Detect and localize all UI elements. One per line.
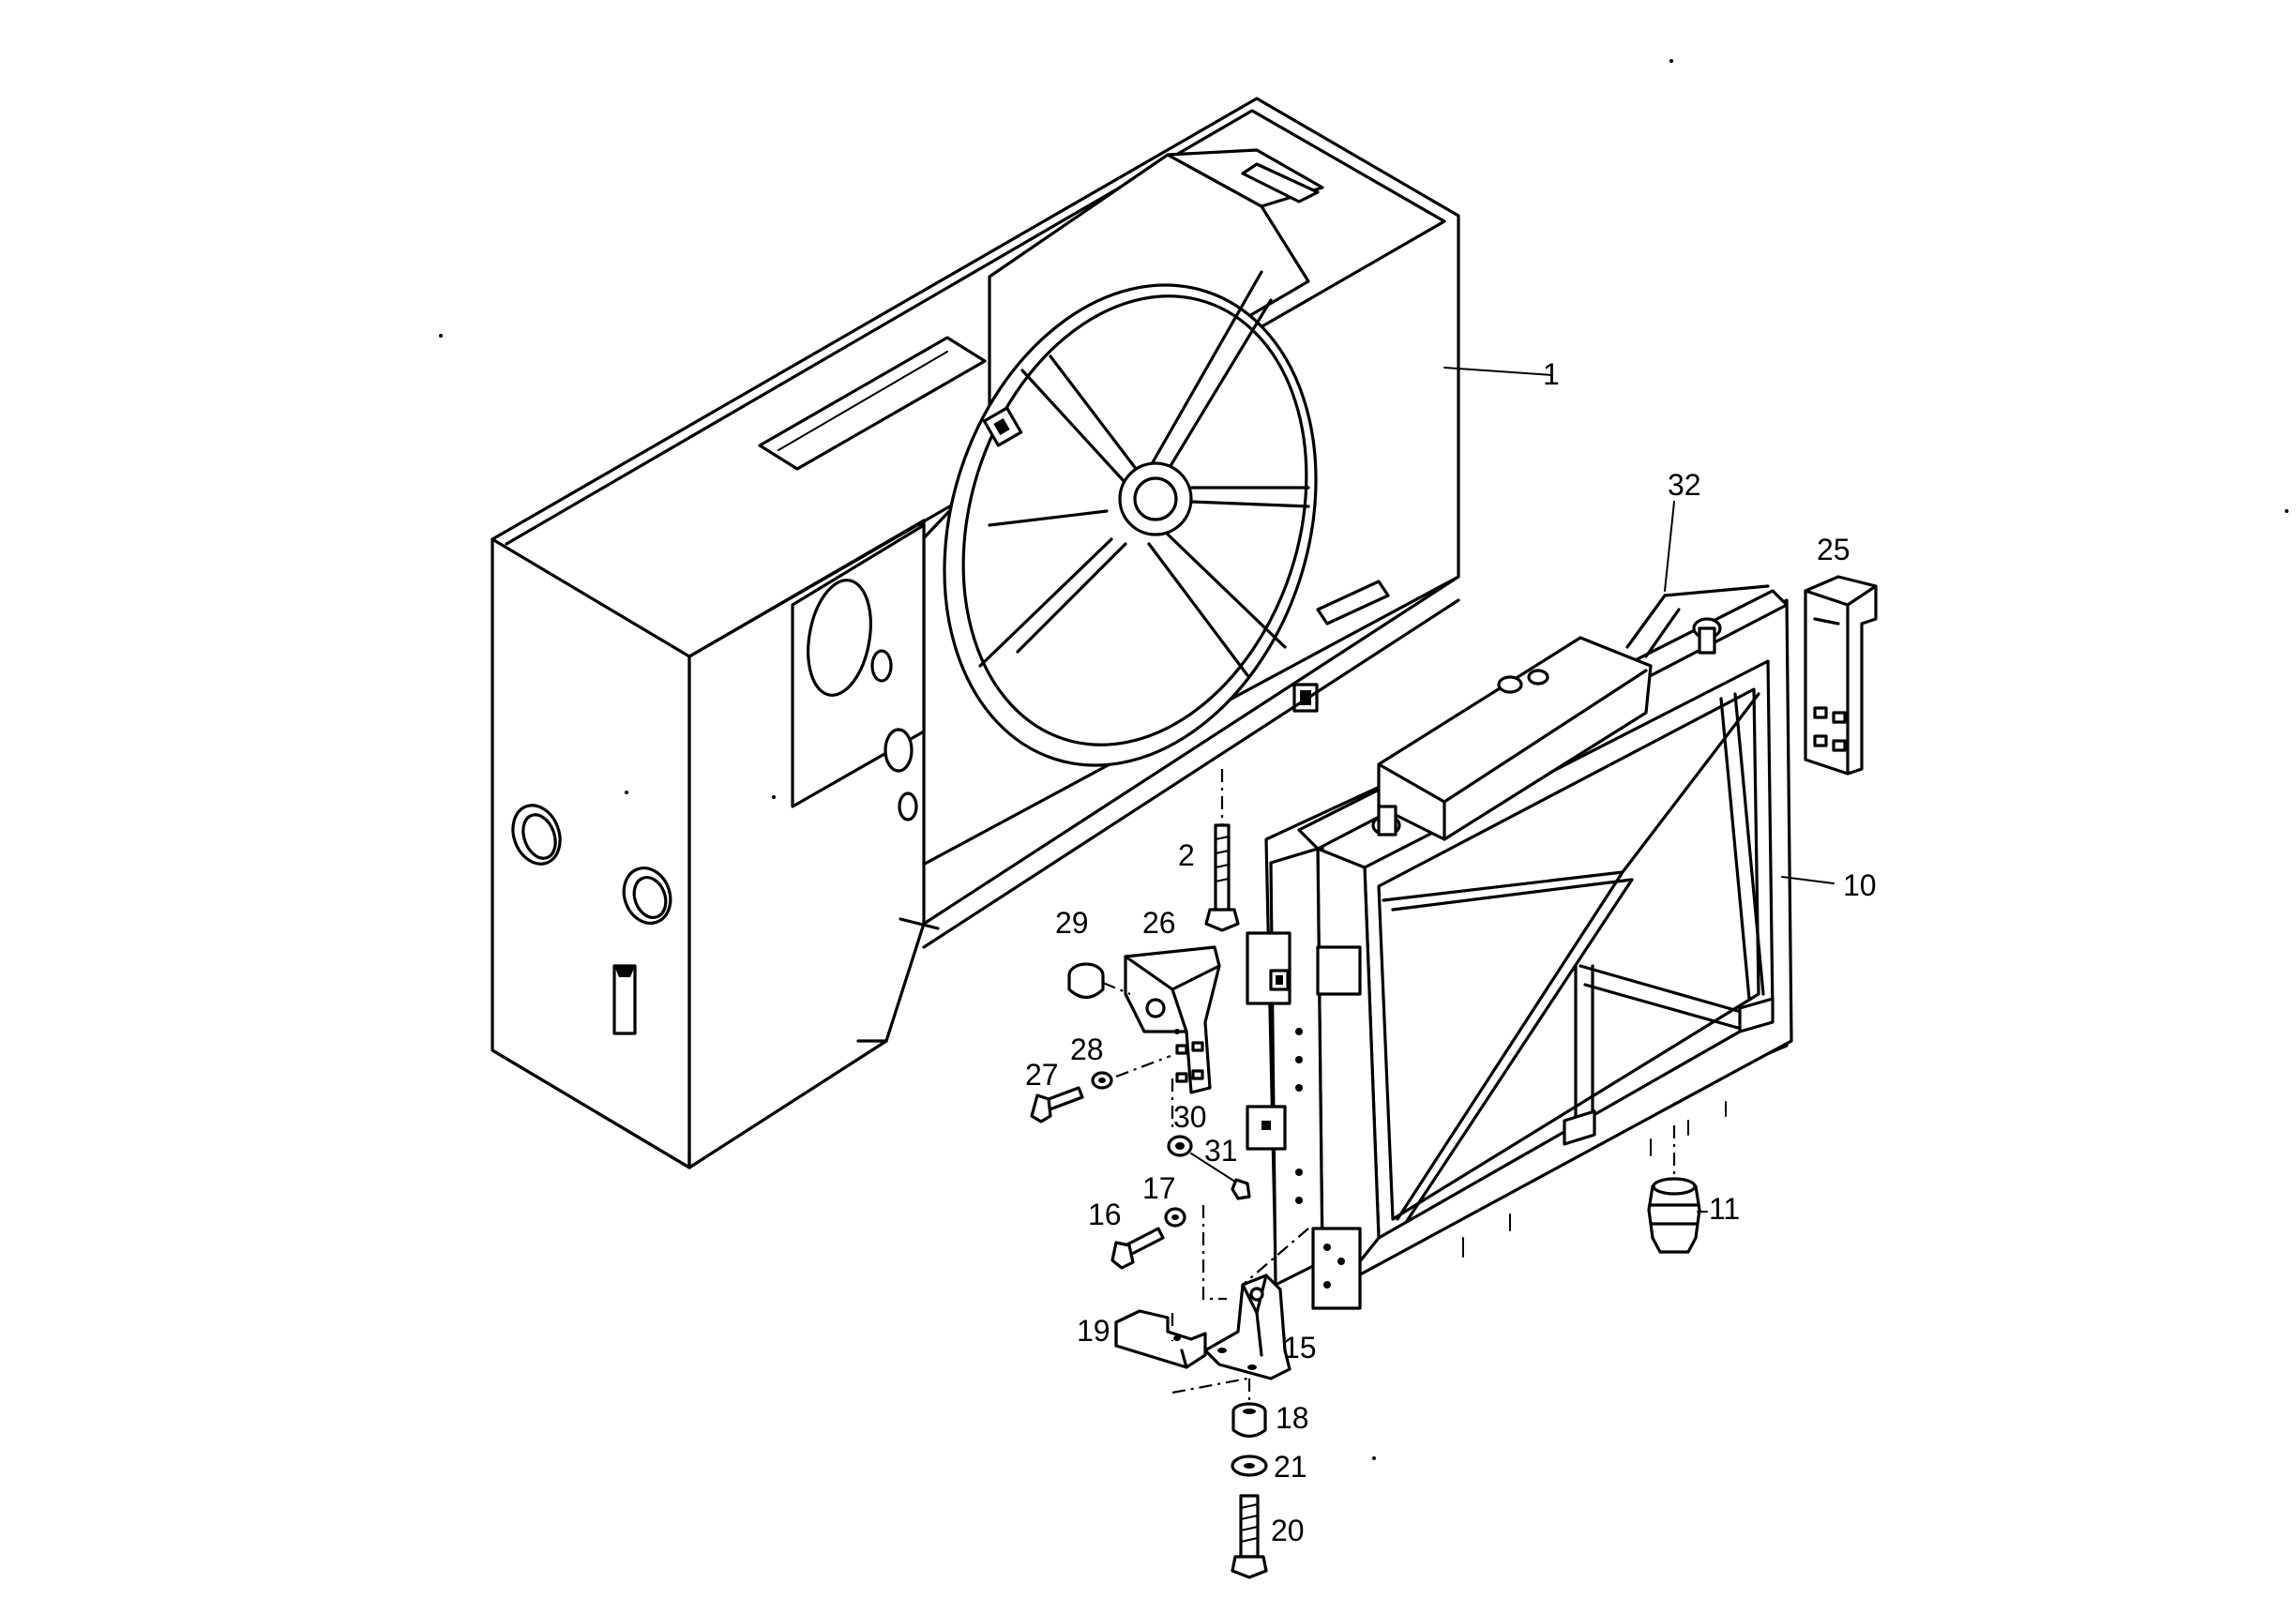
fan-shroud-housing <box>491 97 1460 1169</box>
callout-29: 29 <box>1055 906 1089 940</box>
callout-10: 10 <box>1843 868 1877 902</box>
callout-25: 25 <box>1817 533 1850 566</box>
callout-27: 27 <box>1025 1058 1059 1092</box>
bolt-27 <box>1030 1086 1084 1123</box>
callout-20: 20 <box>1271 1514 1305 1547</box>
callout-31: 31 <box>1204 1134 1238 1168</box>
callout-17: 17 <box>1142 1171 1176 1205</box>
washer-17 <box>1164 1207 1186 1228</box>
callout-18: 18 <box>1276 1401 1309 1435</box>
side-bracket <box>1804 575 1878 776</box>
callout-26: 26 <box>1142 906 1176 940</box>
rubber-mount-18 <box>1231 1402 1267 1439</box>
callout-11: 11 <box>1709 1192 1740 1226</box>
callout-19: 19 <box>1077 1314 1110 1348</box>
leader-10 <box>1781 876 1835 884</box>
mounting-foot-bracket <box>1203 1274 1292 1380</box>
callout-15: 15 <box>1283 1331 1317 1364</box>
plate-19 <box>1114 1309 1207 1369</box>
drain-cap <box>1647 1125 1701 1254</box>
bolt-2 <box>1204 823 1240 932</box>
bushing-29 <box>1067 962 1105 1000</box>
bolt-16 <box>1110 1227 1165 1270</box>
callout-28: 28 <box>1070 1033 1104 1066</box>
radiator-core-frame <box>1246 584 1793 1310</box>
callout-2: 2 <box>1178 838 1195 872</box>
bolt-20 <box>1231 1494 1268 1579</box>
washer-21 <box>1231 1455 1268 1477</box>
bolt-31 <box>1190 1153 1251 1200</box>
angle-bracket-26 <box>1124 945 1221 1094</box>
callout-32: 32 <box>1668 468 1701 502</box>
callout-30: 30 <box>1173 1100 1207 1134</box>
callout-1: 1 <box>1543 357 1560 391</box>
leader-1 <box>1443 367 1553 376</box>
callout-21: 21 <box>1274 1450 1307 1484</box>
leader-32 <box>1664 501 1675 592</box>
washer-30 <box>1167 1135 1193 1157</box>
callout-16: 16 <box>1088 1198 1122 1231</box>
washer-28 <box>1091 1071 1113 1090</box>
